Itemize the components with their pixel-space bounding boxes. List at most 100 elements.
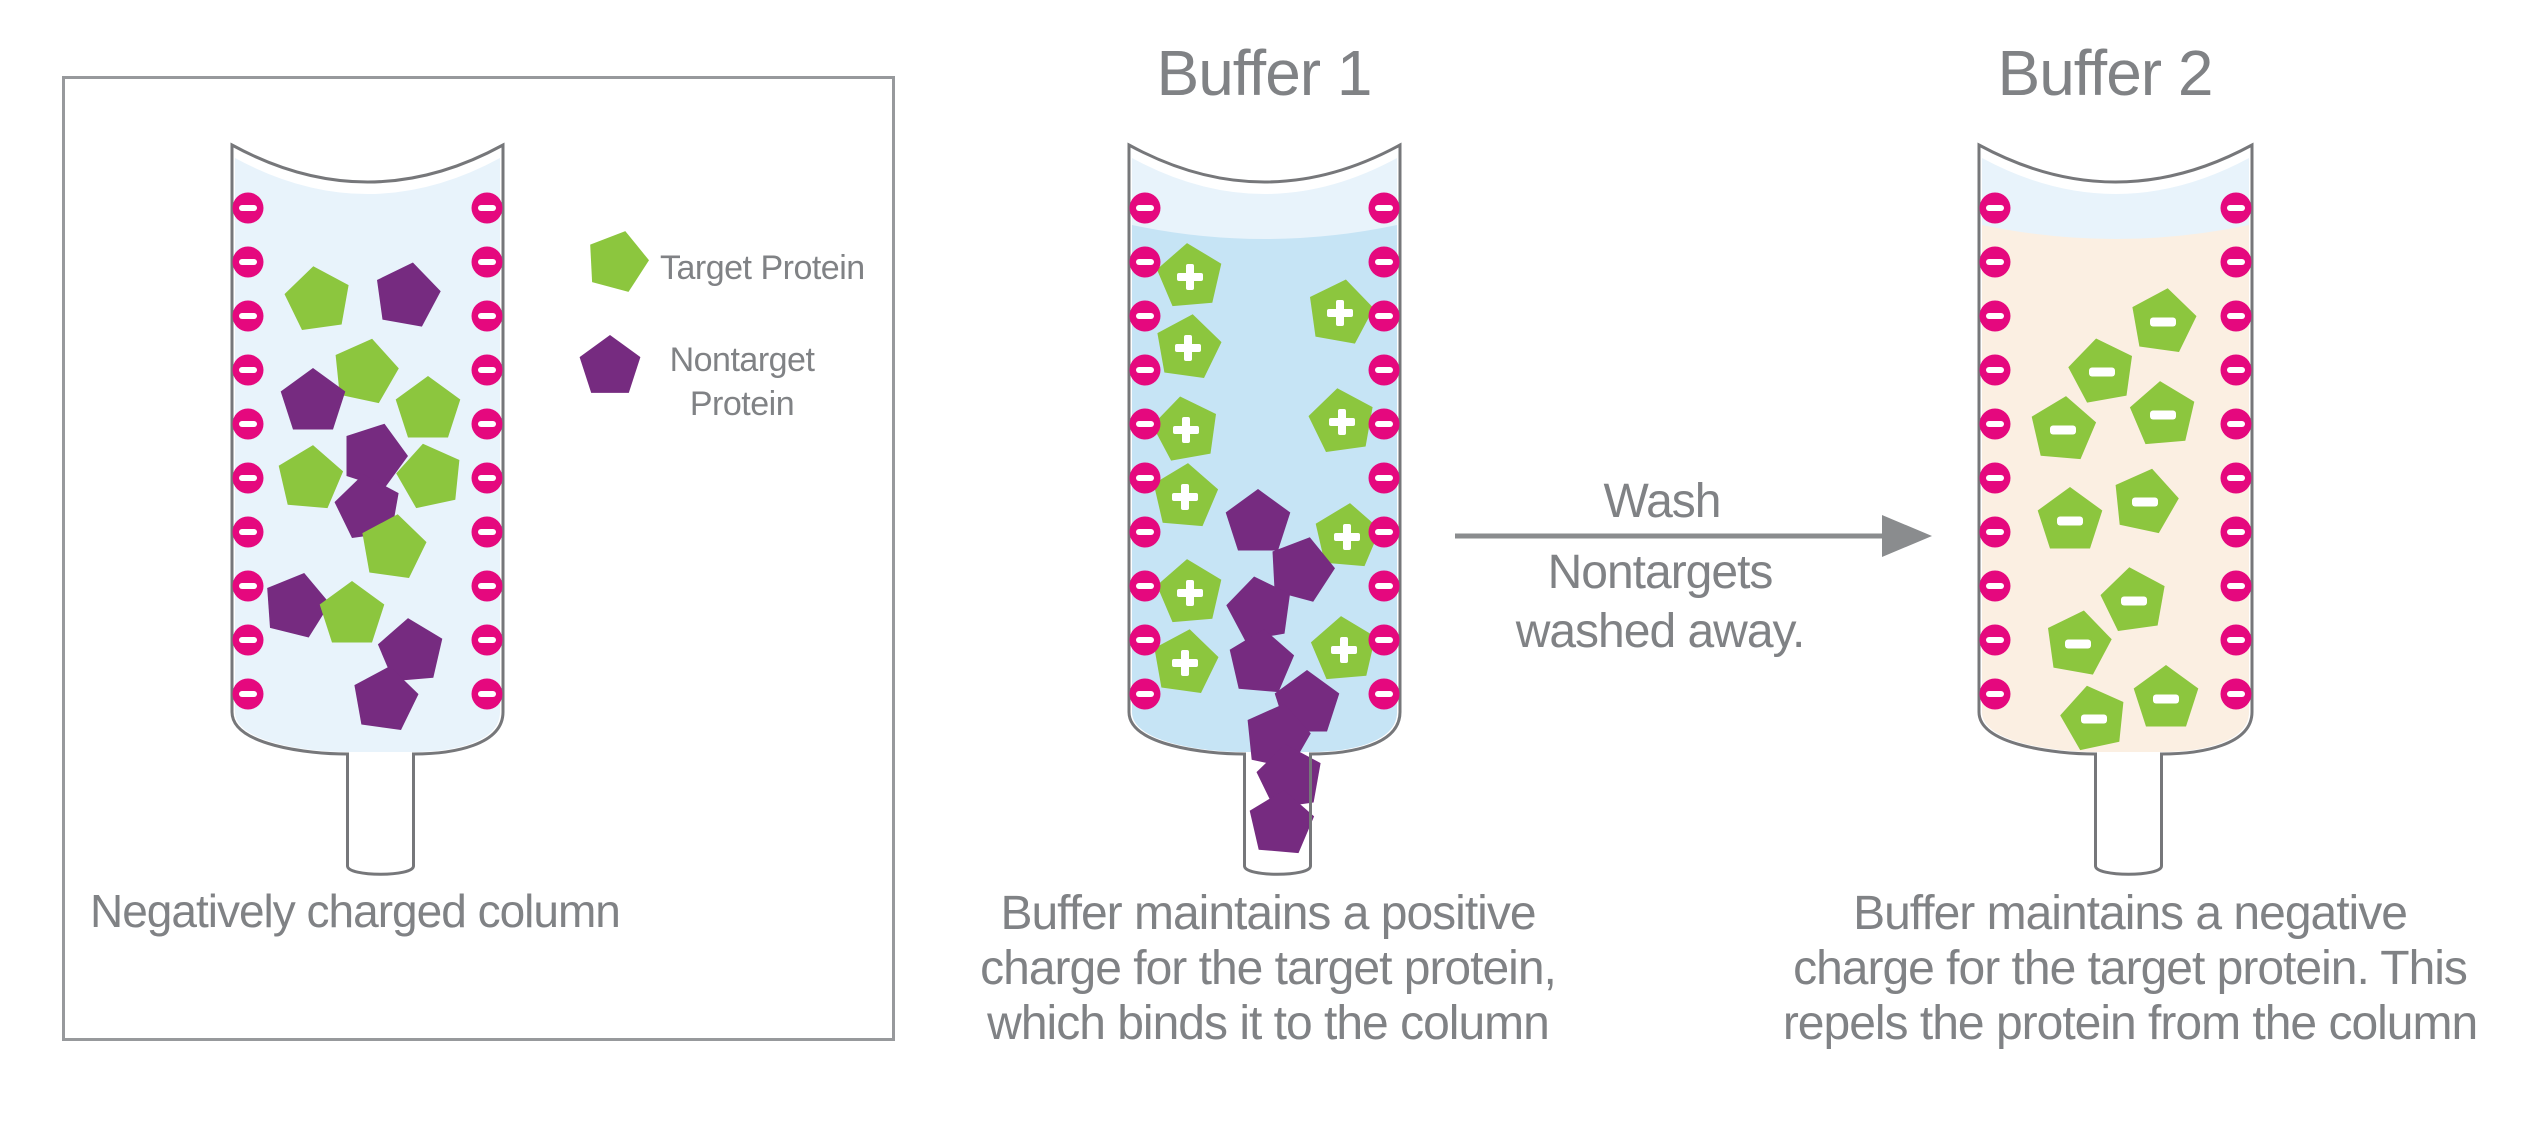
minus-icon [1136, 583, 1154, 589]
minus-icon [1136, 529, 1154, 535]
plus-icon [1184, 335, 1192, 361]
buffer1-title: Buffer 1 [1156, 37, 1373, 109]
buffer2-caption-line2: charge for the target protein. This [1793, 942, 2468, 995]
minus-icon [478, 313, 496, 319]
minus-icon [239, 205, 257, 211]
minus-icon [2227, 205, 2245, 211]
minus-icon [1375, 259, 1393, 265]
minus-icon [1136, 313, 1154, 319]
left-panel-caption: Negatively charged column [90, 885, 621, 937]
minus-icon [478, 637, 496, 643]
minus-icon [1375, 583, 1393, 589]
minus-icon [239, 421, 257, 427]
minus-icon [2227, 529, 2245, 535]
minus-icon [2227, 421, 2245, 427]
minus-icon [1375, 313, 1393, 319]
minus-icon [478, 691, 496, 697]
minus-icon [1986, 475, 2004, 481]
minus-icon [1986, 637, 2004, 643]
minus-icon [1986, 691, 2004, 697]
nontarget-protein-pentagon [377, 262, 441, 327]
minus-icon [478, 205, 496, 211]
minus-icon [2227, 583, 2245, 589]
minus-icon [478, 583, 496, 589]
nontarget-protein-pentagon [579, 335, 641, 393]
buffer1-caption: Buffer maintains a positive charge for t… [980, 886, 1557, 1051]
minus-icon [1986, 367, 2004, 373]
target-protein-pentagon [396, 443, 460, 509]
target-protein-pentagon [335, 338, 399, 404]
nontarget-protein-pentagon [377, 618, 443, 682]
minus-icon [2057, 516, 2083, 526]
minus-icon [1136, 637, 1154, 643]
wash-sublabel-line1: Nontargets [1547, 546, 1774, 599]
minus-icon [1375, 691, 1393, 697]
minus-icon [1986, 421, 2004, 427]
minus-icon [1375, 421, 1393, 427]
left-panel-box [62, 76, 895, 1041]
minus-icon [1986, 205, 2004, 211]
legend-nontarget-protein-label: Nontarget Protein [670, 338, 815, 426]
minus-icon [2132, 497, 2158, 507]
column-outline [230, 142, 505, 876]
plus-icon [1343, 524, 1351, 550]
target-protein-pentagon [284, 266, 349, 330]
minus-icon [1136, 259, 1154, 265]
plus-icon [1181, 484, 1189, 510]
minus-icon [2227, 313, 2245, 319]
plus-icon [1340, 637, 1348, 663]
minus-icon [1375, 367, 1393, 373]
wash-sublabel-line2: washed away. [1515, 605, 1806, 658]
minus-icon [2121, 596, 2147, 606]
minus-icon [478, 367, 496, 373]
minus-icon [2227, 367, 2245, 373]
minus-icon [478, 421, 496, 427]
buffer1-caption-line3: which binds it to the column [987, 997, 1550, 1050]
plus-icon [1338, 409, 1346, 435]
wash-arrow-head [1882, 515, 1932, 557]
minus-icon [2227, 637, 2245, 643]
minus-icon [2150, 317, 2176, 327]
nontarget-protein-pentagon [1249, 790, 1315, 854]
minus-icon [239, 259, 257, 265]
minus-icon [2081, 714, 2107, 724]
minus-icon [2227, 691, 2245, 697]
minus-icon [239, 529, 257, 535]
buffer1-caption-line1: Buffer maintains a positive [1000, 887, 1536, 940]
nontarget-protein-pentagon [354, 666, 419, 730]
column-outline [1977, 142, 2254, 876]
minus-icon [1986, 313, 2004, 319]
plus-icon [1186, 264, 1194, 290]
buffer2-title: Buffer 2 [1997, 37, 2214, 109]
buffer2-caption-line1: Buffer maintains a negative [1853, 887, 2408, 940]
plus-icon [1182, 417, 1190, 443]
minus-icon [2065, 639, 2091, 649]
buffer-liquid-band [1982, 225, 2249, 752]
minus-icon [1136, 691, 1154, 697]
minus-icon [239, 367, 257, 373]
minus-icon [2050, 425, 2076, 435]
nontarget-protein-pentagon [1229, 629, 1295, 693]
nontarget-protein-pentagon [267, 573, 330, 638]
legend-nontarget-line1: Nontarget [669, 341, 815, 379]
plus-icon [1336, 300, 1344, 326]
nontarget-protein-pentagon [1256, 744, 1321, 808]
target-protein-pentagon [395, 376, 461, 438]
buffer1-caption-line2: charge for the target protein, [980, 942, 1557, 995]
minus-icon [239, 583, 257, 589]
minus-icon [239, 691, 257, 697]
nontarget-protein-pentagon [1225, 489, 1291, 551]
minus-icon [1986, 259, 2004, 265]
minus-icon [1986, 583, 2004, 589]
minus-icon [478, 529, 496, 535]
minus-icon [1375, 529, 1393, 535]
target-protein-pentagon [362, 514, 427, 578]
minus-icon [1136, 367, 1154, 373]
minus-icon [1375, 475, 1393, 481]
column-outline [1127, 142, 1402, 876]
minus-icon [1375, 205, 1393, 211]
nontarget-protein-pentagon [1272, 537, 1335, 602]
minus-icon [1136, 421, 1154, 427]
